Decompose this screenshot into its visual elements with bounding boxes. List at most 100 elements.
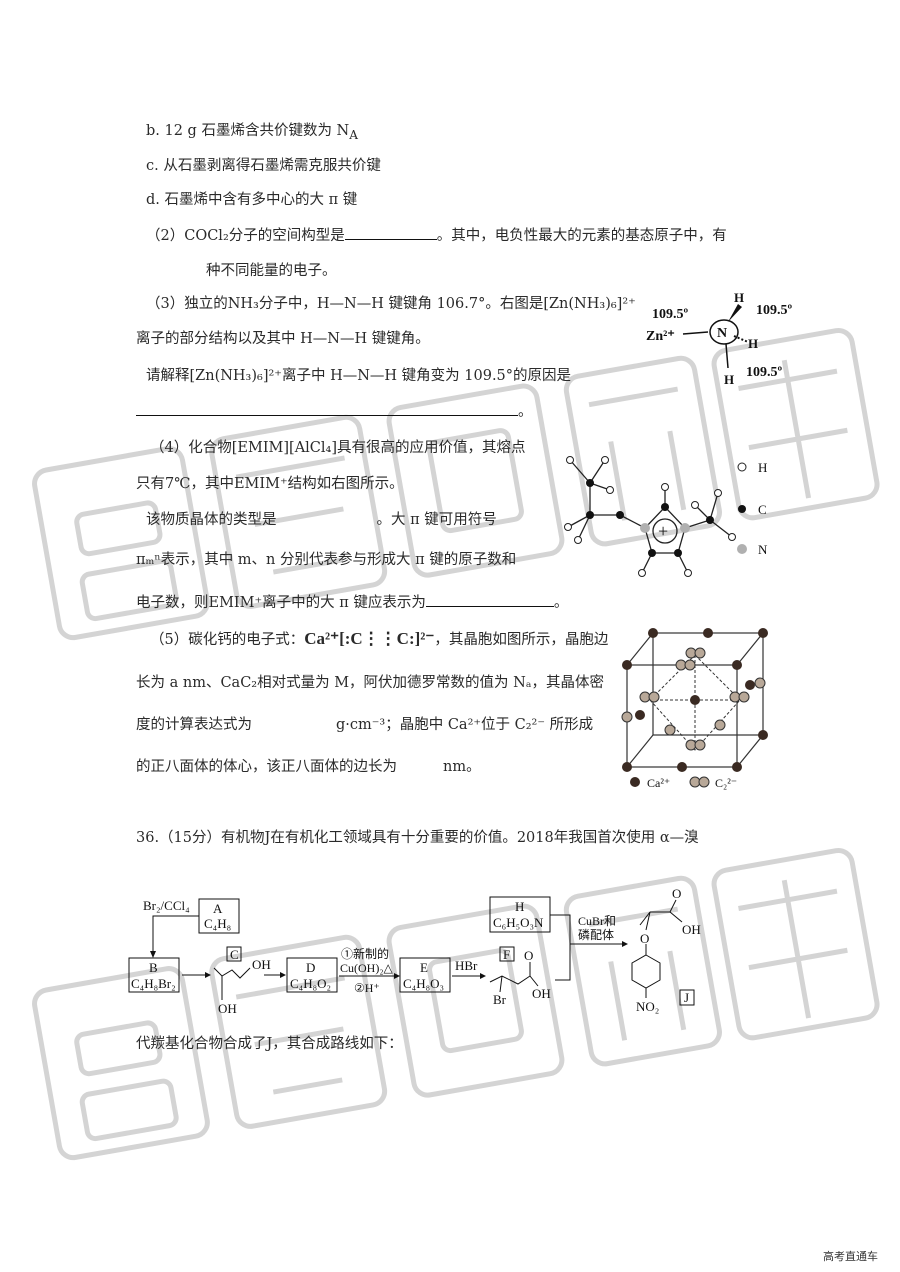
question-4-cont: 只有7℃，其中EMIM⁺结构如右图所示。 [136, 476, 404, 492]
structure-j [631, 899, 683, 998]
question-5: （5）碳化钙的电子式：Ca²⁺[:C⋮⋮C:]²⁻，其晶胞如图所示，晶胞边 [150, 628, 608, 649]
question-36: 36.（15分）有机物J在有机化工领域具有十分重要的价值。2018年我国首次使用… [136, 830, 699, 846]
arrowhead [280, 972, 286, 978]
watermark-top-shape [32, 328, 880, 641]
legend-ca: Ca²⁺ [647, 776, 670, 790]
arrowhead [622, 941, 628, 947]
br-label: Br [493, 992, 507, 1007]
hydrogen-atoms [564, 456, 736, 577]
box-f [499, 946, 515, 962]
answer-blank[interactable] [425, 594, 554, 607]
label-j: J [684, 990, 689, 1005]
answer-blank[interactable] [136, 403, 518, 416]
structure-c [213, 967, 251, 979]
question-2: （2）COCl₂分子的空间构型是。其中，电负性最大的元素的基态原子中，有 [146, 224, 727, 245]
o-label: O [672, 886, 681, 901]
question-4: （4）化合物[EMIM][AlCl₄]具有很高的应用价值，其熔点 [150, 440, 526, 456]
step-1: ①新制的 [341, 946, 389, 961]
step-1-reagent: Cu(OH)₂△ [340, 961, 394, 975]
question-3-prompt: 请解释[Zn(NH₃)₆]²⁺离子中 H—N—H 键角变为 109.5°的原因是 [146, 368, 572, 384]
question-36-cont: 代羰基化合物合成了J，其合成路线如下： [136, 1036, 403, 1052]
label-d: D [306, 960, 315, 975]
question-4-symbol: πₘⁿ表示，其中 m、n 分别代表参与形成大 π 键的原子数和 [136, 552, 517, 568]
h-label: H [724, 372, 734, 387]
option-c: c. 从石墨剥离得石墨烯需克服共价键 [146, 158, 381, 174]
merge-bracket [550, 914, 571, 981]
c2-ions [621, 647, 766, 751]
period: 。 [553, 595, 569, 611]
question-3-cont: 离子的部分结构以及其中 H—N—H 键键角。 [136, 331, 430, 347]
question-5-edge: 的正八面体的体心，该正八面体的边长为 nm。 [136, 755, 481, 776]
angle-label: 109.5º [652, 307, 689, 322]
formula-d: C₄H₈O₂ [290, 976, 331, 991]
o-label: O [640, 931, 649, 946]
q5-text: （5）碳化钙的电子式： [150, 632, 305, 648]
legend-n-dot [737, 544, 747, 554]
q4-text-2: 。大 π 键可用符号 [376, 512, 497, 528]
label-h: H [515, 899, 524, 914]
legend-c2: C₂²⁻ [715, 776, 737, 790]
emim-structure-figure: + H C N [564, 456, 768, 577]
q5-text-3: 度的计算表达式为 [136, 717, 252, 733]
legend-n: N [758, 542, 768, 557]
label-f: F [503, 947, 510, 962]
question-5-density: 度的计算表达式为 g·cm⁻³；晶胞中 Ca²⁺位于 C₂²⁻ 所形成 [136, 713, 593, 734]
arrowhead [394, 973, 400, 979]
nitrogen-atoms [640, 523, 690, 533]
bond [499, 975, 503, 993]
oh-label: OH [682, 922, 701, 937]
legend-ca-dot [630, 777, 640, 787]
oh-label: OH [252, 957, 271, 972]
electron-formula: Ca²⁺[:C⋮⋮C:]²⁻ [304, 629, 435, 648]
zn-label: Zn²⁺ [646, 329, 675, 344]
catalyst-1: CuBr和 [578, 914, 616, 928]
formula-b: C₄H₈Br₂ [131, 976, 176, 991]
bond [529, 975, 539, 987]
question-5-cont: 长为 a nm、CaC₂相对式量为 M，阿伏加德罗常数的值为 Nₐ，其晶体密 [136, 675, 604, 691]
label-a: A [213, 901, 223, 916]
subscript: A [349, 127, 358, 142]
cac2-unit-cell-figure: Ca²⁺ C₂²⁻ [621, 628, 768, 790]
box-e [399, 957, 451, 993]
wedge-bond [728, 304, 742, 322]
structure-f [489, 975, 531, 985]
option-b-text: b. 12 g 石墨烯含共价键数为 N [146, 123, 350, 139]
watermark-bottom-shape [32, 848, 880, 1161]
q5-text-5: 的正八面体的体心，该正八面体的边长为 [136, 759, 397, 775]
carbon-atoms [586, 479, 714, 557]
arrowhead [205, 972, 211, 978]
h-label: H [734, 290, 744, 305]
step-2: ②H⁺ [354, 981, 380, 995]
answer-blank[interactable] [344, 227, 437, 240]
formula-e: C₄H₈O₃ [403, 976, 444, 991]
q5-text-2: ，其晶胞如图所示，晶胞边 [434, 632, 609, 648]
question-2-cont: 种不同能量的电子。 [206, 263, 337, 279]
legend-c-dot [738, 505, 746, 513]
label-c: C [230, 947, 239, 962]
o-label: O [524, 948, 533, 963]
legend-c2-dot [698, 776, 710, 788]
footer-brand: 高考直通车 [823, 1250, 878, 1263]
q5-text-6: nm。 [443, 759, 481, 775]
q5-text-4: g·cm⁻³；晶胞中 Ca²⁺位于 C₂²⁻ 所形成 [336, 717, 594, 733]
h-label: H [748, 336, 758, 351]
question-4-answer: 电子数，则EMIM⁺离子中的大 π 键应表示为。 [136, 591, 568, 612]
formula-a: C₄H₈ [204, 916, 231, 931]
formula-h: C₆H₅O₃N [493, 915, 544, 930]
legend-h: H [758, 460, 767, 475]
reagent-br2: Br₂/CCl₄ [143, 898, 190, 913]
question-3: （3）独立的NH₃分子中，H—N—H 键键角 106.7°。右图是[Zn(NH₃… [146, 296, 636, 312]
hash-bond [733, 335, 749, 343]
legend-h-dot [737, 462, 747, 472]
ring-charge [652, 518, 678, 544]
box-j [679, 989, 695, 1006]
q2-text: （2）COCl₂分子的空间构型是 [146, 228, 345, 244]
n-label: N [717, 326, 727, 341]
question-3-answer: 。 [136, 400, 533, 421]
angle-label: 109.5º [756, 303, 793, 318]
oh-label: OH [532, 986, 551, 1001]
question-4-type: 该物质晶体的类型是。大 π 键可用符号 [146, 508, 497, 529]
legend-c: C [758, 502, 767, 517]
reagent-hbr: HBr [455, 958, 478, 973]
